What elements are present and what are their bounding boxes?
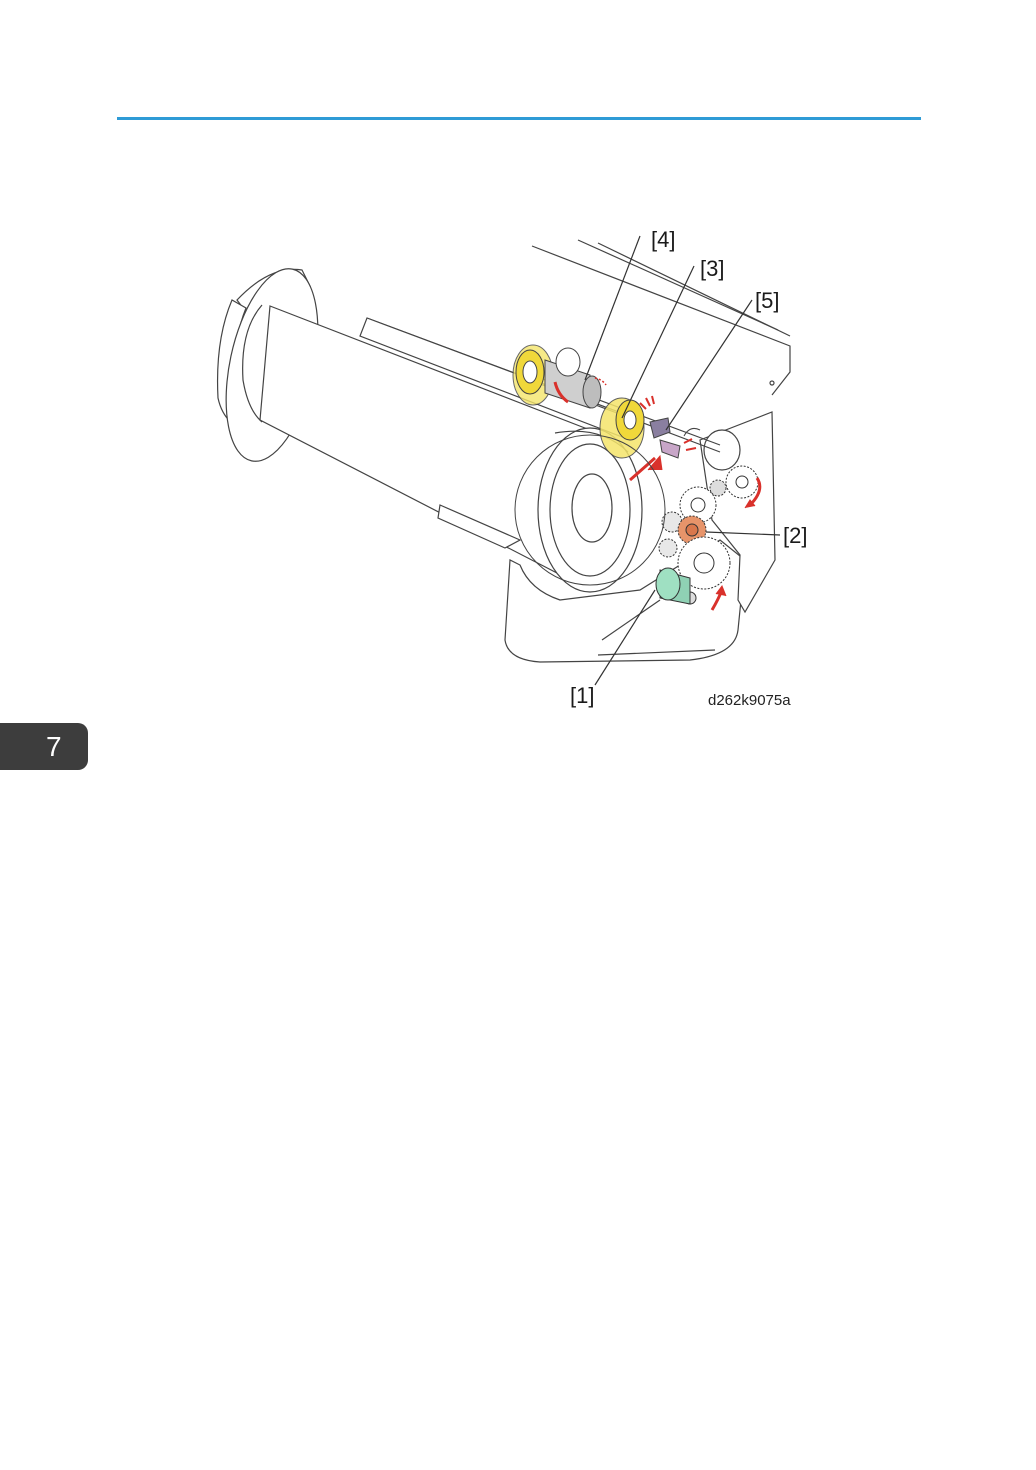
chapter-tab: 7	[0, 723, 88, 770]
callout-5: [5]	[755, 288, 779, 313]
sensor-lever	[650, 418, 700, 458]
callout-3: [3]	[700, 256, 724, 281]
illustration-svg: [4] [3] [5] [2] [1] d262k9075a	[205, 222, 845, 717]
figure-id: d262k9075a	[708, 692, 791, 709]
header-rule	[117, 117, 921, 120]
callout-2: [2]	[783, 523, 807, 548]
callout-4: [4]	[651, 227, 675, 252]
mechanism-illustration: [4] [3] [5] [2] [1] d262k9075a	[205, 222, 845, 717]
chapter-number: 7	[46, 723, 62, 770]
callout-1: [1]	[570, 683, 594, 708]
yellow-clutch-3	[600, 398, 644, 458]
